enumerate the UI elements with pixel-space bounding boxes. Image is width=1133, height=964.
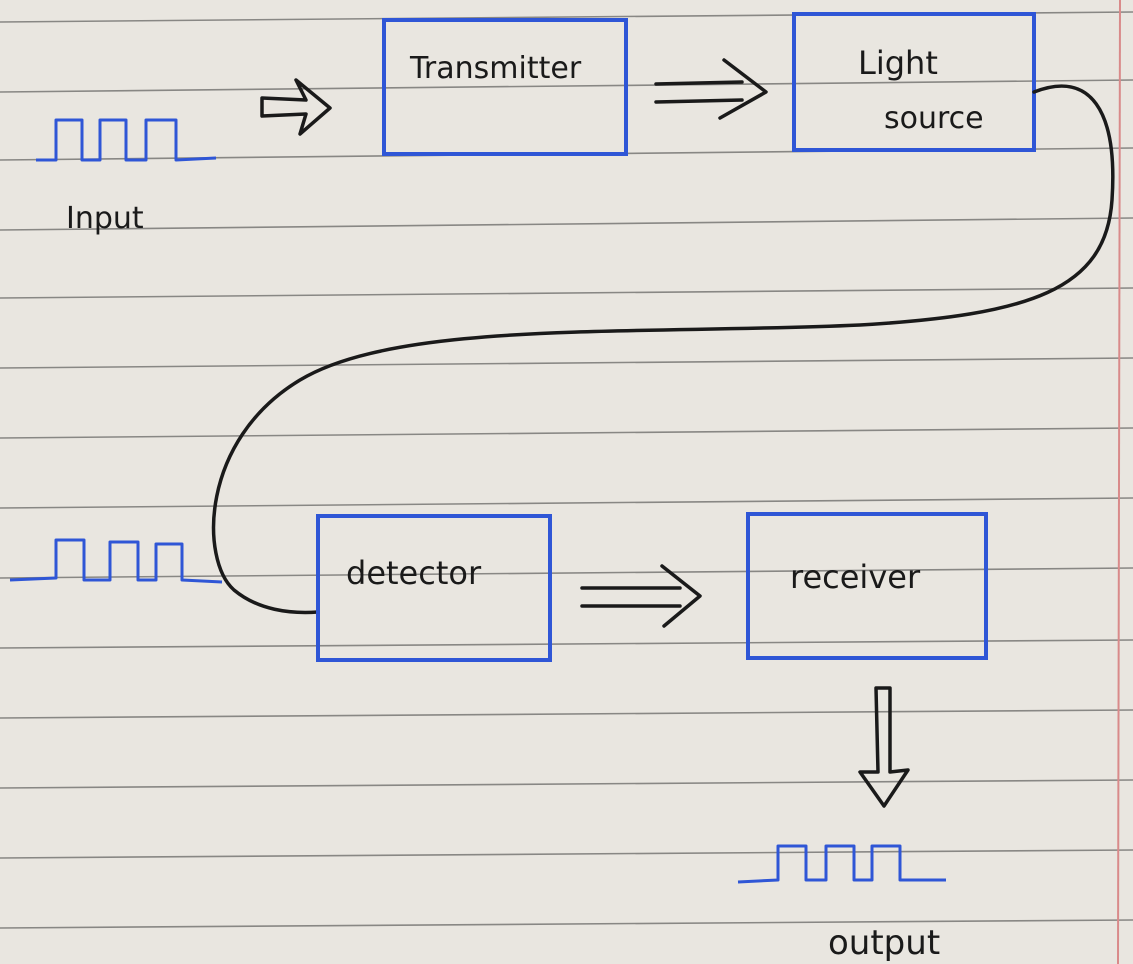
transmitter-label: Transmitter: [409, 51, 582, 86]
input-square-wave-icon: [36, 118, 217, 162]
margin-line: [1117, 0, 1121, 964]
hollow-right-arrow-icon: [260, 78, 332, 136]
detector-label: detector: [346, 554, 482, 592]
receiver-box: [746, 512, 988, 660]
light-source-label-line2: source: [884, 101, 984, 136]
input-label: Input: [66, 201, 144, 236]
double-line-right-arrow-icon: [580, 564, 702, 628]
output-label: output: [828, 923, 940, 963]
optical-fiber-curve: [211, 84, 1115, 615]
double-line-right-arrow-icon: [654, 58, 768, 120]
receiver-label: receiver: [790, 558, 921, 596]
light-source-label-line1: Light: [858, 44, 938, 82]
output-square-wave-icon: [737, 844, 946, 884]
hollow-down-arrow-icon: [858, 686, 910, 808]
light-source-box: [792, 12, 1036, 152]
received-square-wave-icon: [9, 538, 223, 584]
detector-box: [316, 514, 552, 662]
transmitter-box: [382, 18, 628, 156]
